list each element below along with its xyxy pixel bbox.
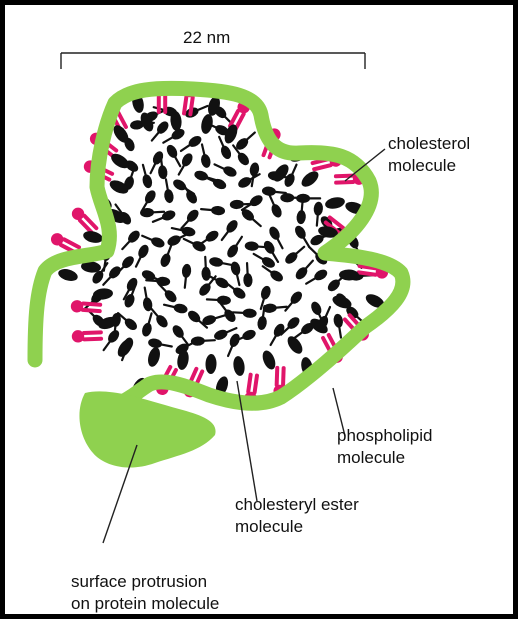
cholesteryl-ester-icon (234, 129, 258, 152)
cholesterol-icon (324, 196, 346, 211)
cholesteryl-ester-icon (141, 312, 156, 338)
cholesterol-icon (200, 113, 215, 135)
cholesterol-icon (232, 355, 246, 376)
cholesteryl-ester-label: cholesteryl ester molecule (235, 495, 364, 536)
surface-protrusion-label: surface protrusion on protein molecule (71, 572, 219, 613)
cholesteryl-ester-icon (161, 179, 174, 204)
cholesteryl-ester-icon (213, 160, 239, 178)
cholesteryl-ester-icon (283, 243, 307, 266)
cholesteryl-ester-icon (304, 267, 329, 287)
cholesteryl-ester-icon (191, 336, 215, 346)
cholesteryl-ester-icon (218, 218, 240, 243)
cholesteryl-ester-icon (242, 263, 252, 287)
cholesteryl-ester-icon (140, 287, 153, 312)
scale-label: 22 nm (183, 28, 230, 47)
cholesteryl-ester-icon (132, 243, 151, 269)
phospholipid-label: phospholipid molecule (337, 426, 437, 467)
cholesteryl-ester-icon (182, 235, 208, 254)
surface-protrusion-label-line-2: on protein molecule (71, 594, 219, 613)
cholesterol-label-line-2: molecule (388, 156, 456, 175)
cholesterol-icon (146, 346, 162, 368)
cholesteryl-ester-label-line-1: cholesteryl ester (235, 495, 359, 514)
cholesterol-label-line-1: cholesterol (388, 134, 470, 153)
cholesteryl-ester-icon (147, 337, 172, 351)
cholesterol-icon (57, 267, 79, 283)
cholesteryl-ester-icon (197, 143, 211, 168)
cholesteryl-ester-icon (180, 263, 192, 288)
cholesteryl-ester-icon (293, 224, 313, 249)
cholesterol-icon (205, 354, 217, 374)
cholesteryl-ester-icon (100, 328, 122, 353)
protein-band (35, 88, 403, 403)
cholesteryl-ester-icon (119, 228, 142, 252)
surface-protrusion-label-line-1: surface protrusion (71, 572, 207, 591)
cholesteryl-ester-icon (225, 234, 246, 259)
cholesteryl-ester-icon (293, 258, 316, 282)
cholesterol-icon (299, 168, 321, 189)
cholesteryl-ester-icon (282, 289, 304, 313)
cholesteryl-ester-icon (296, 200, 307, 225)
cholesteryl-ester-icon (236, 170, 261, 190)
cholesterol-icon (260, 349, 278, 372)
surface-protrusion (79, 391, 215, 467)
cholesteryl-ester-icon (165, 143, 185, 168)
cholesteryl-ester-icon (201, 205, 226, 216)
cholesterol-label: cholesterol molecule (388, 134, 475, 175)
cholesteryl-ester-icon (262, 302, 287, 313)
phospholipid-label-line-1: phospholipid (337, 426, 432, 445)
cholesteryl-ester-icon (267, 322, 287, 347)
cholesteryl-ester-icon (175, 151, 195, 176)
cholesteryl-ester-label-line-2: molecule (235, 517, 303, 536)
cholesterol-icon (82, 229, 104, 245)
cholesteryl-ester-icon (208, 256, 233, 270)
lipoprotein-diagram: 22 nm cholesterol molecule phospholipid … (5, 5, 513, 614)
scale-bar: 22 nm (61, 28, 365, 69)
phospholipid-icon (72, 329, 102, 342)
cholesteryl-ester-icon (201, 311, 227, 327)
cholesteryl-ester-icon (163, 300, 188, 314)
cholesteryl-ester-icon (138, 164, 153, 190)
cholesteryl-ester-icon (232, 308, 256, 318)
cholesteryl-ester-icon (207, 295, 231, 305)
phospholipid-label-line-2: molecule (337, 448, 405, 467)
cholesteryl-ester-icon (333, 313, 346, 338)
phospholipid-icon (69, 205, 98, 235)
